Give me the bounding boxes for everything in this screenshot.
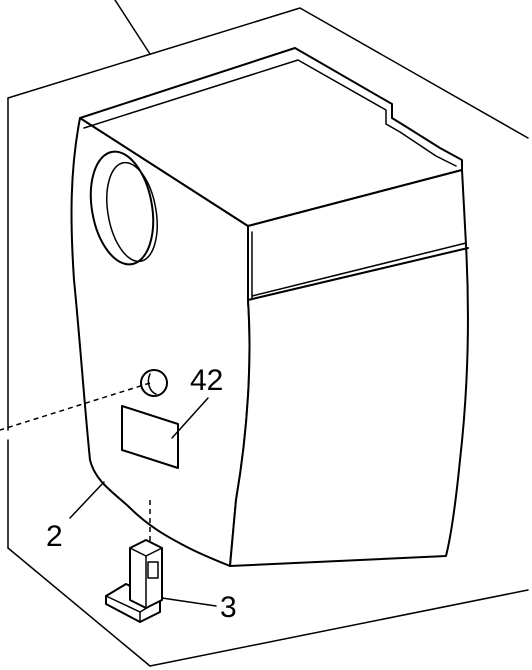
assembly-frame: [7, 0, 529, 667]
cover-top-inner-edge: [83, 59, 457, 167]
cover-round-opening-inner: [106, 161, 158, 263]
cover-screw-hole: [140, 369, 168, 397]
frame-top-edge: [7, 7, 529, 139]
cover-lid-seam-inner: [251, 242, 467, 297]
callout-42: 42: [190, 364, 223, 397]
foot-slot: [147, 561, 159, 579]
foot-upright-top-edge: [129, 547, 147, 557]
callout-2: 2: [46, 520, 63, 553]
leader-line-3: [161, 597, 217, 607]
frame-bottom-edge: [7, 547, 529, 667]
cover-right-face: [229, 169, 469, 567]
foot-base-edge: [105, 595, 141, 613]
screw-axis-dashed-line: [0, 382, 151, 431]
cover-round-opening: [89, 150, 155, 266]
foot-bracket: [105, 539, 163, 623]
foot-upright-top-edge-right: [145, 547, 163, 557]
leader-line-2: [69, 481, 105, 519]
cover-housing: [70, 47, 469, 567]
leader-line-top: [114, 0, 151, 55]
foot-base: [105, 583, 161, 623]
callout-3: 3: [220, 591, 237, 624]
cover-lid-seam: [247, 247, 469, 301]
leader-line-42: [171, 397, 209, 439]
label-plate: [121, 405, 179, 469]
screw-hole-inner: [147, 373, 157, 395]
